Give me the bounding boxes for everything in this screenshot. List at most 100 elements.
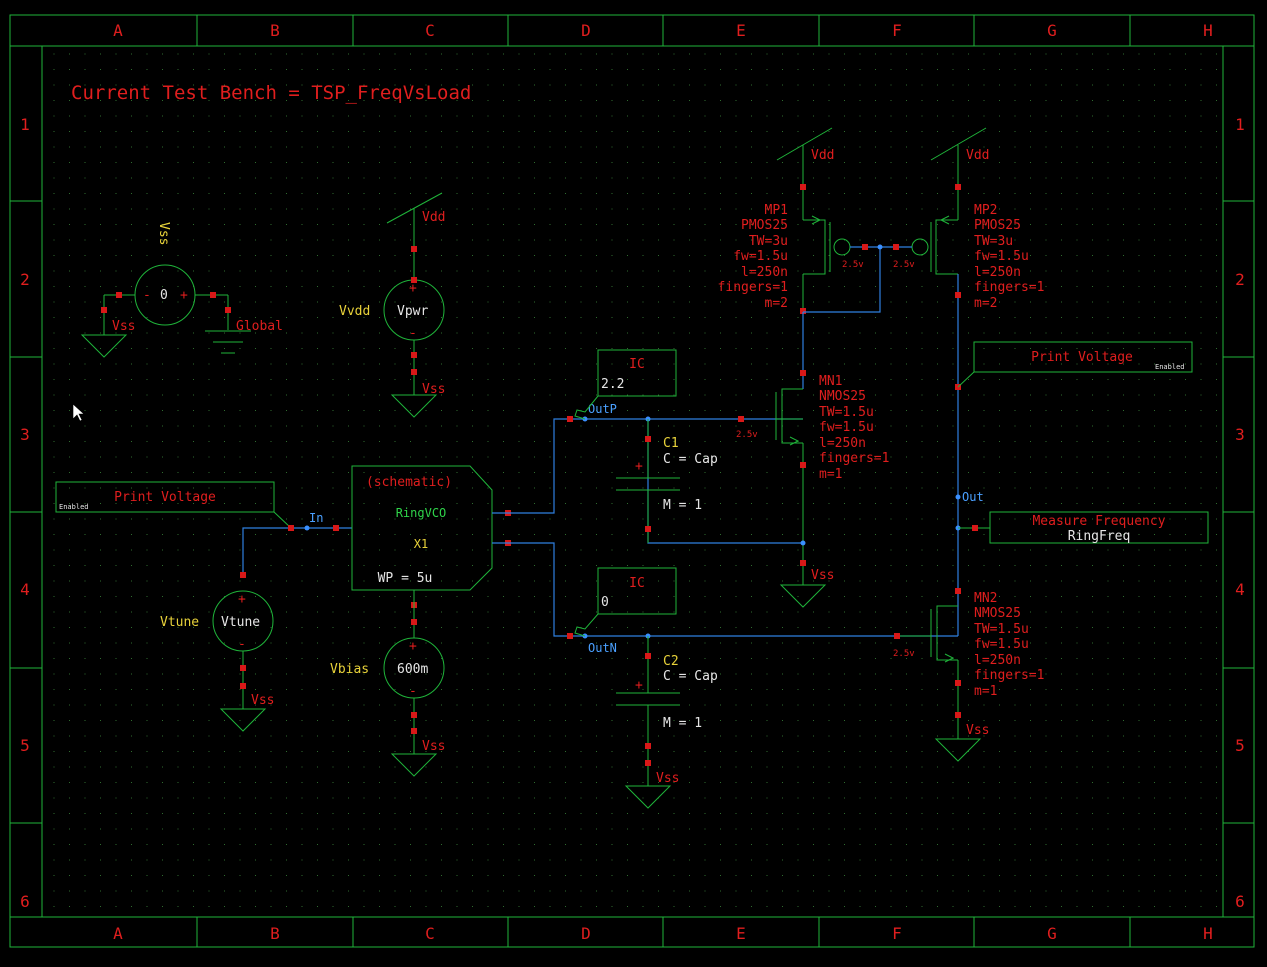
ic-outp-value: 2.2 xyxy=(601,377,624,392)
net-in[interactable]: In xyxy=(242,511,352,575)
print-voltage-right-label: Print Voltage xyxy=(1031,350,1133,365)
svg-text:MN1: MN1 xyxy=(819,374,842,389)
vss-source-value: 0 xyxy=(160,288,168,303)
net-outn-label: OutN xyxy=(588,641,617,655)
mn2-transistor[interactable]: 2.5v Vss MN2 NMOS25 TW=1.5u fw=1.5u l=25… xyxy=(893,588,1044,762)
mp2-transistor[interactable]: Vdd 2.5v MP2 PMOS25 TW=3u fw=1.5u l=250n… xyxy=(880,127,1044,636)
svg-text:-: - xyxy=(409,326,417,341)
sheet-frame xyxy=(9,14,1255,948)
col-label-bottom: B xyxy=(270,924,280,943)
ic-outn-label: IC xyxy=(629,576,645,591)
col-label-bottom: F xyxy=(892,924,902,943)
net-outn[interactable]: OutN xyxy=(492,542,958,655)
svg-text:fw=1.5u: fw=1.5u xyxy=(733,249,788,264)
mp1-vdd: Vdd xyxy=(811,148,834,163)
col-label-bottom: H xyxy=(1203,924,1213,943)
mp1-params: MP1 PMOS25 TW=3u fw=1.5u l=250n fingers=… xyxy=(718,203,788,311)
vss-plus: + xyxy=(180,288,188,303)
mn2-volt: 2.5v xyxy=(893,649,915,659)
svg-text:m=1: m=1 xyxy=(974,684,997,699)
c2-cval: C = Cap xyxy=(663,669,718,684)
measure-frequency[interactable]: Measure Frequency RingFreq xyxy=(989,511,1209,544)
vvdd-bot-net: Vss xyxy=(422,382,445,397)
ic-outp[interactable]: IC 2.2 xyxy=(574,349,677,420)
svg-text:fingers=1: fingers=1 xyxy=(819,451,889,466)
col-label-top: G xyxy=(1047,21,1057,40)
c1-mval: M = 1 xyxy=(663,498,702,513)
net-in-label: In xyxy=(309,511,323,525)
svg-text:MN2: MN2 xyxy=(974,591,997,606)
col-label-top: B xyxy=(270,21,280,40)
ic-outn[interactable]: IC 0 xyxy=(574,567,677,637)
mn1-gnd: Vss xyxy=(811,568,834,583)
vbias-value: 600m xyxy=(397,662,428,677)
mp1-volt: 2.5v xyxy=(842,260,864,270)
svg-text:-: - xyxy=(238,637,246,652)
c2-capacitor[interactable]: + C2 C = Cap M = 1 Vss xyxy=(616,636,718,809)
col-label-top: D xyxy=(581,21,591,40)
col-label-bottom: E xyxy=(736,924,746,943)
c1-inst: C1 xyxy=(663,436,679,451)
net-out-label: Out xyxy=(962,490,984,504)
svg-text:fingers=1: fingers=1 xyxy=(974,668,1044,683)
svg-text:NMOS25: NMOS25 xyxy=(974,606,1021,621)
column-labels: A B C D E F G H A B C D E F G H xyxy=(113,21,1213,943)
mp1-transistor[interactable]: Vdd 2.5v MP1 PMOS25 TW=3u fw=1.5u l=250n… xyxy=(718,127,880,314)
svg-text:MP1: MP1 xyxy=(765,203,788,218)
row-label-left: 2 xyxy=(20,270,30,289)
col-label-bottom: C xyxy=(425,924,435,943)
col-label-bottom: D xyxy=(581,924,591,943)
svg-text:l=250n: l=250n xyxy=(741,265,788,280)
print-voltage-left[interactable]: Print Voltage Enabled xyxy=(55,481,292,529)
vss-label: Vss xyxy=(112,319,135,334)
mn2-gnd: Vss xyxy=(966,723,989,738)
svg-text:l=250n: l=250n xyxy=(974,265,1021,280)
vvdd-inst: Vvdd xyxy=(339,304,370,319)
print-voltage-label: Print Voltage xyxy=(114,490,216,505)
svg-text:TW=1.5u: TW=1.5u xyxy=(819,405,874,420)
c1-cval: C = Cap xyxy=(663,452,718,467)
vtune-source[interactable]: + - Vtune Vtune Vss xyxy=(160,572,274,732)
vvdd-source[interactable]: Vdd + - Vpwr Vvdd Vss xyxy=(339,192,445,418)
svg-text:fw=1.5u: fw=1.5u xyxy=(974,637,1029,652)
vss-minus: - xyxy=(143,288,151,303)
svg-text:fw=1.5u: fw=1.5u xyxy=(974,249,1029,264)
print-voltage-right[interactable]: Print Voltage Enabled xyxy=(957,341,1193,388)
mp2-volt: 2.5v xyxy=(893,260,915,270)
row-label-right: 1 xyxy=(1235,115,1245,134)
svg-text:-: - xyxy=(409,684,417,699)
row-labels: 1 2 3 4 5 6 1 2 3 4 5 6 xyxy=(20,115,1245,911)
col-label-top: H xyxy=(1203,21,1213,40)
mouse-cursor-icon xyxy=(72,403,85,422)
vtune-value: Vtune xyxy=(221,615,260,630)
svg-text:m=1: m=1 xyxy=(819,467,842,482)
c1-capacitor[interactable]: + C1 C = Cap M = 1 xyxy=(616,419,718,543)
mirror-gate-net[interactable] xyxy=(802,244,883,390)
row-label-right: 6 xyxy=(1235,892,1245,911)
col-label-top: F xyxy=(892,21,902,40)
row-label-left: 4 xyxy=(20,580,30,599)
svg-text:l=250n: l=250n xyxy=(819,436,866,451)
vco-inst: X1 xyxy=(414,537,428,551)
mn1-params: MN1 NMOS25 TW=1.5u fw=1.5u l=250n finger… xyxy=(819,374,889,482)
measure-frequency-label: Measure Frequency xyxy=(1032,514,1165,529)
vvdd-value: Vpwr xyxy=(397,304,428,319)
vss-global-source[interactable]: - + 0 Vss Vss Global xyxy=(80,222,283,358)
ringvco-instance[interactable]: (schematic) RingVCO X1 WP = 5u xyxy=(351,465,511,608)
row-label-right: 4 xyxy=(1235,580,1245,599)
vbias-bot-net: Vss xyxy=(422,739,445,754)
global-label: Global xyxy=(236,319,283,334)
vbias-source[interactable]: + - 600m Vbias Vss xyxy=(330,590,445,777)
vss-source-name: Vss xyxy=(156,222,171,245)
svg-text:PMOS25: PMOS25 xyxy=(974,218,1021,233)
svg-text:m=2: m=2 xyxy=(974,296,997,311)
mn1-transistor[interactable]: 2.5v Vss MN1 NMOS25 TW=1.5u fw=1.5u l=25… xyxy=(736,370,889,608)
c2-gnd: Vss xyxy=(656,771,679,786)
svg-text:+: + xyxy=(409,281,417,296)
svg-text:TW=3u: TW=3u xyxy=(749,234,788,249)
col-label-bottom: A xyxy=(113,924,123,943)
measure-frequency-value: RingFreq xyxy=(1068,529,1131,544)
mp2-vdd: Vdd xyxy=(966,148,989,163)
print-voltage-state: Enabled xyxy=(59,503,89,511)
